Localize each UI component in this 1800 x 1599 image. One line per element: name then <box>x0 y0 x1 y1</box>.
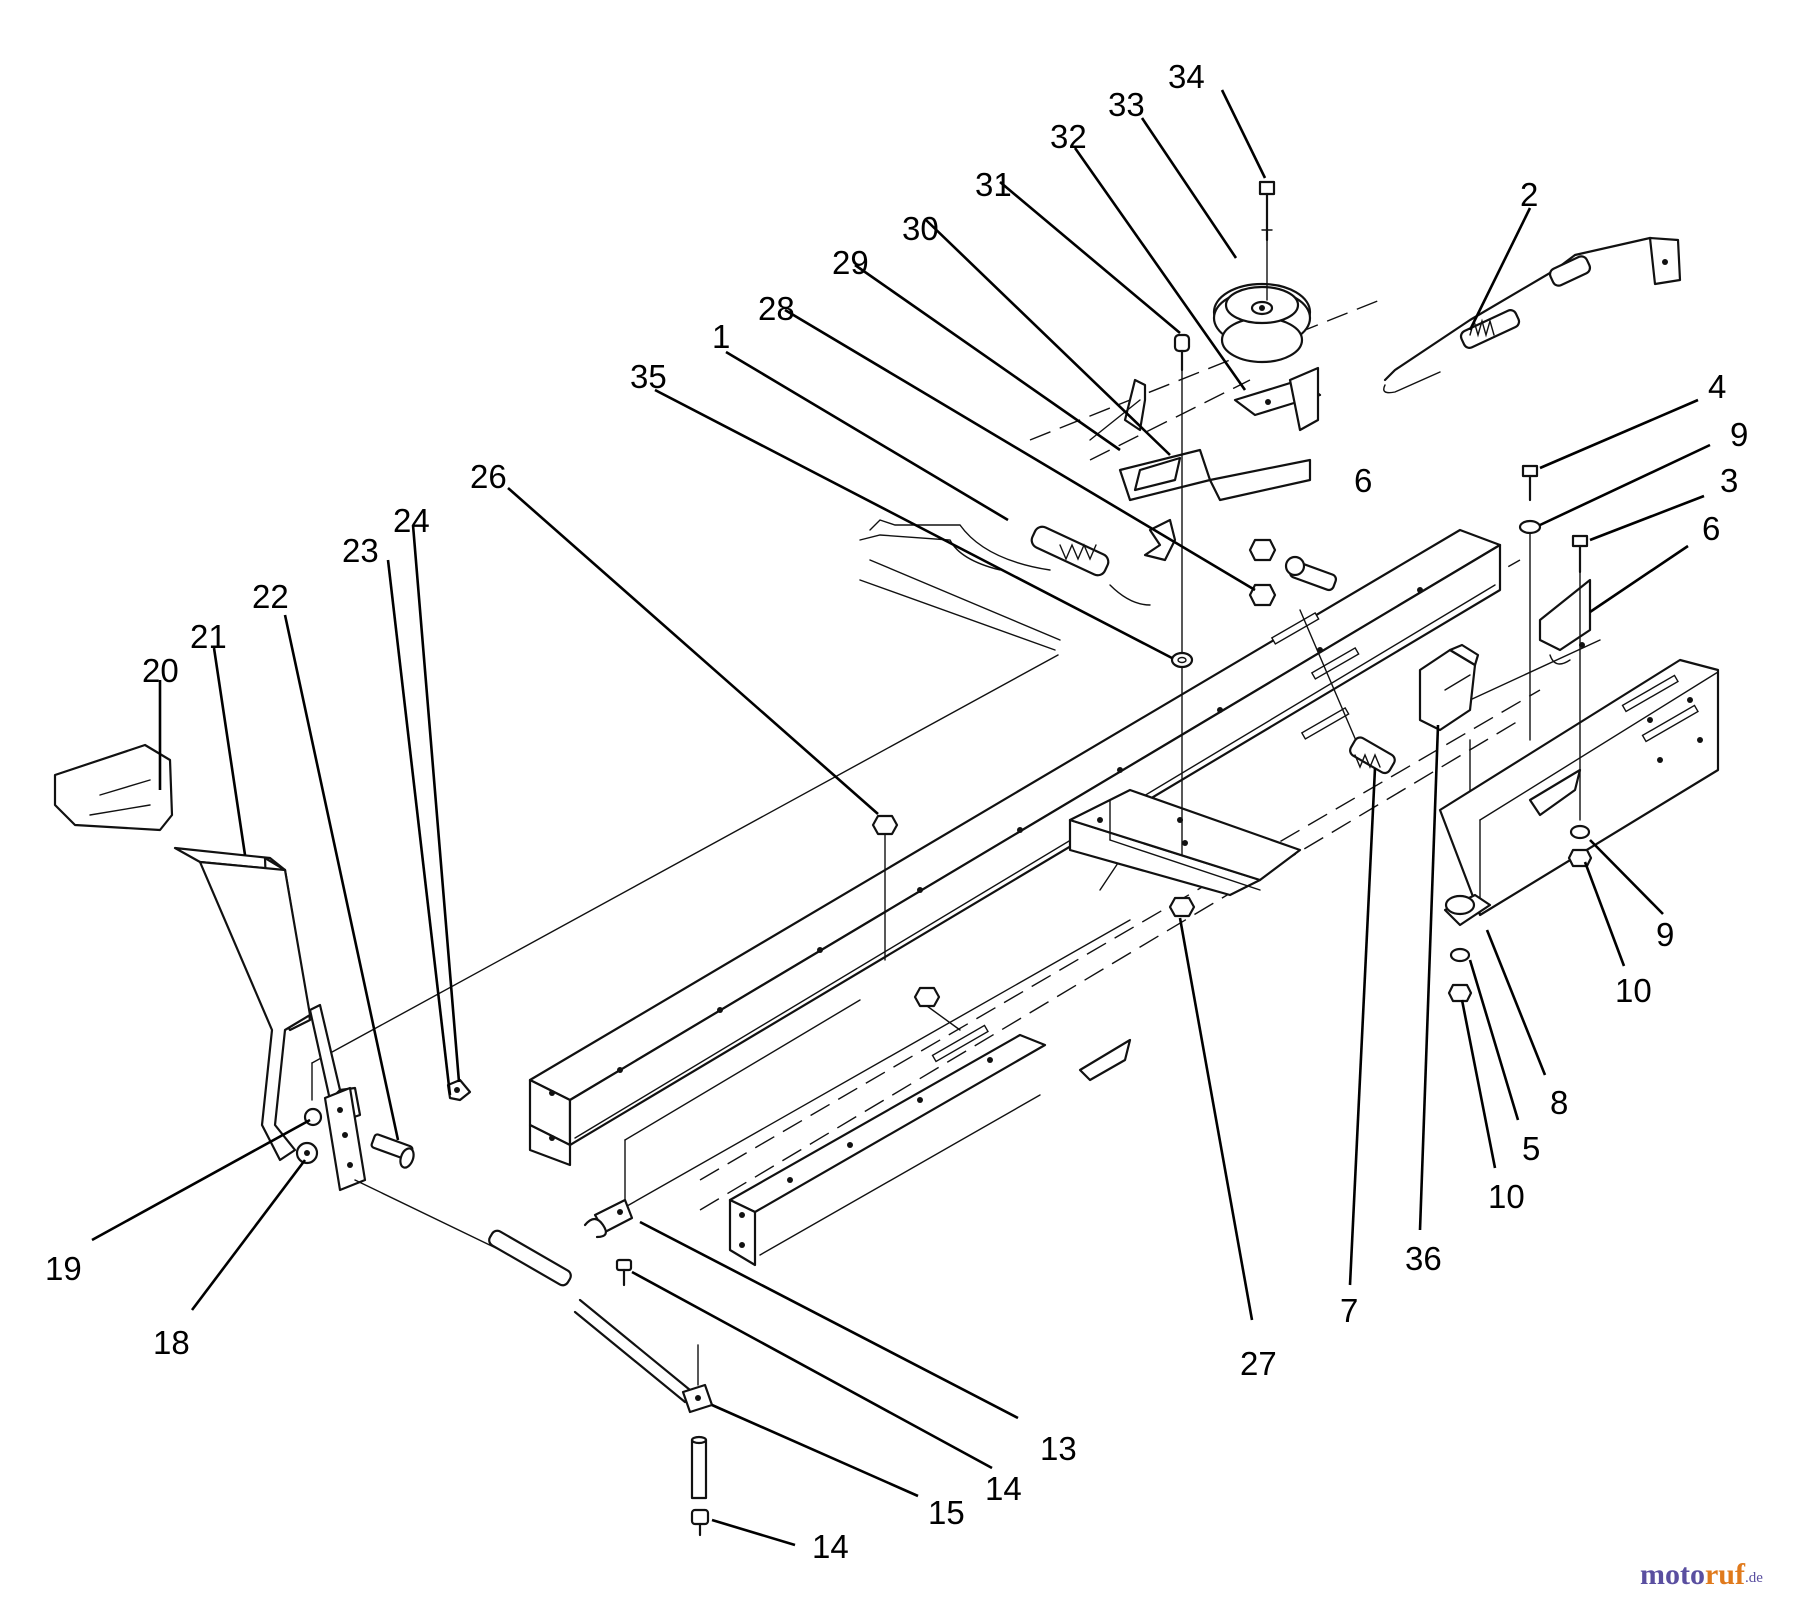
nut-27 <box>1168 896 1196 918</box>
watermark-logo: motoruf.de <box>1640 1558 1763 1591</box>
brake-rod <box>354 1179 702 1404</box>
callout-19: 19 <box>45 1250 82 1287</box>
pivot-bracket <box>295 1086 367 1192</box>
callout-20: 20 <box>142 652 179 689</box>
clevis-pin-6 <box>1284 555 1338 592</box>
callout-36: 36 <box>1405 1240 1442 1277</box>
nut-lower <box>913 986 961 1031</box>
left-frame-rail <box>528 528 1502 1167</box>
callout-3: 3 <box>1720 462 1738 499</box>
callout-35: 35 <box>630 358 667 395</box>
callout-14b: 14 <box>812 1528 849 1565</box>
callout-34: 34 <box>1168 58 1205 95</box>
callout-7: 7 <box>1340 1292 1358 1329</box>
callout-18: 18 <box>153 1324 190 1361</box>
callout-1: 1 <box>712 318 730 355</box>
spring-rod-right <box>1383 236 1682 394</box>
bolt-4 <box>1518 464 1542 741</box>
pulley-bolt <box>1258 180 1276 301</box>
pin-15 <box>690 1435 708 1500</box>
washer-35 <box>1170 651 1194 669</box>
bracket-36 <box>1418 643 1480 732</box>
spring-7 <box>1299 609 1396 775</box>
callout-13: 13 <box>1040 1430 1077 1467</box>
callout-4: 4 <box>1708 368 1726 405</box>
idler-pulley <box>1212 282 1312 364</box>
callout-10a: 10 <box>1615 972 1652 1009</box>
link-13 <box>583 999 861 1239</box>
callout-26: 26 <box>470 458 507 495</box>
callout-labels: 34 33 32 31 30 29 28 1 35 26 24 23 22 21… <box>45 58 1748 1565</box>
bearing-flange-8 <box>1443 893 1492 1003</box>
callout-21: 21 <box>190 618 227 655</box>
callout-8: 8 <box>1550 1084 1568 1121</box>
bracket-plate <box>1089 378 1147 441</box>
callout-9b: 9 <box>1656 916 1674 953</box>
bolt-14a <box>615 1258 633 1287</box>
callout-23: 23 <box>342 532 379 569</box>
callout-28: 28 <box>758 290 795 327</box>
callout-9a: 9 <box>1730 416 1748 453</box>
spacer-pin <box>1173 333 1191 856</box>
callout-14a: 14 <box>985 1470 1022 1507</box>
callout-31: 31 <box>975 166 1012 203</box>
spring-rod-left <box>859 519 1151 606</box>
idler-bracket <box>1233 366 1322 432</box>
callout-27: 27 <box>1240 1345 1277 1382</box>
callout-6a: 6 <box>1702 510 1720 547</box>
callout-15: 15 <box>928 1494 965 1531</box>
bolt-14b <box>690 1508 710 1537</box>
callout-5: 5 <box>1522 1130 1540 1167</box>
callout-30: 30 <box>902 210 939 247</box>
brake-pedal <box>53 743 362 1162</box>
idler-arm <box>1118 448 1312 502</box>
lower-front-rail <box>728 1024 1132 1267</box>
callout-24: 24 <box>393 502 430 539</box>
callout-6b: 6 <box>1354 462 1372 499</box>
callout-2: 2 <box>1520 176 1538 213</box>
cross-bracket <box>1068 788 1302 897</box>
callout-33: 33 <box>1108 86 1145 123</box>
nut-24 <box>446 1078 472 1102</box>
watermark-text: motoruf.de <box>1640 1558 1763 1591</box>
clevis-15 <box>681 1344 714 1414</box>
callout-10b: 10 <box>1488 1178 1525 1215</box>
bolt-22 <box>370 1133 415 1169</box>
nut-26 <box>871 814 899 961</box>
right-frame-rail <box>1438 658 1720 917</box>
nut-28 <box>1248 538 1277 607</box>
leader-lines <box>91 89 1711 1547</box>
callout-22: 22 <box>252 578 289 615</box>
callout-32: 32 <box>1050 118 1087 155</box>
callout-29: 29 <box>832 244 869 281</box>
bracket-6 <box>1538 578 1592 665</box>
